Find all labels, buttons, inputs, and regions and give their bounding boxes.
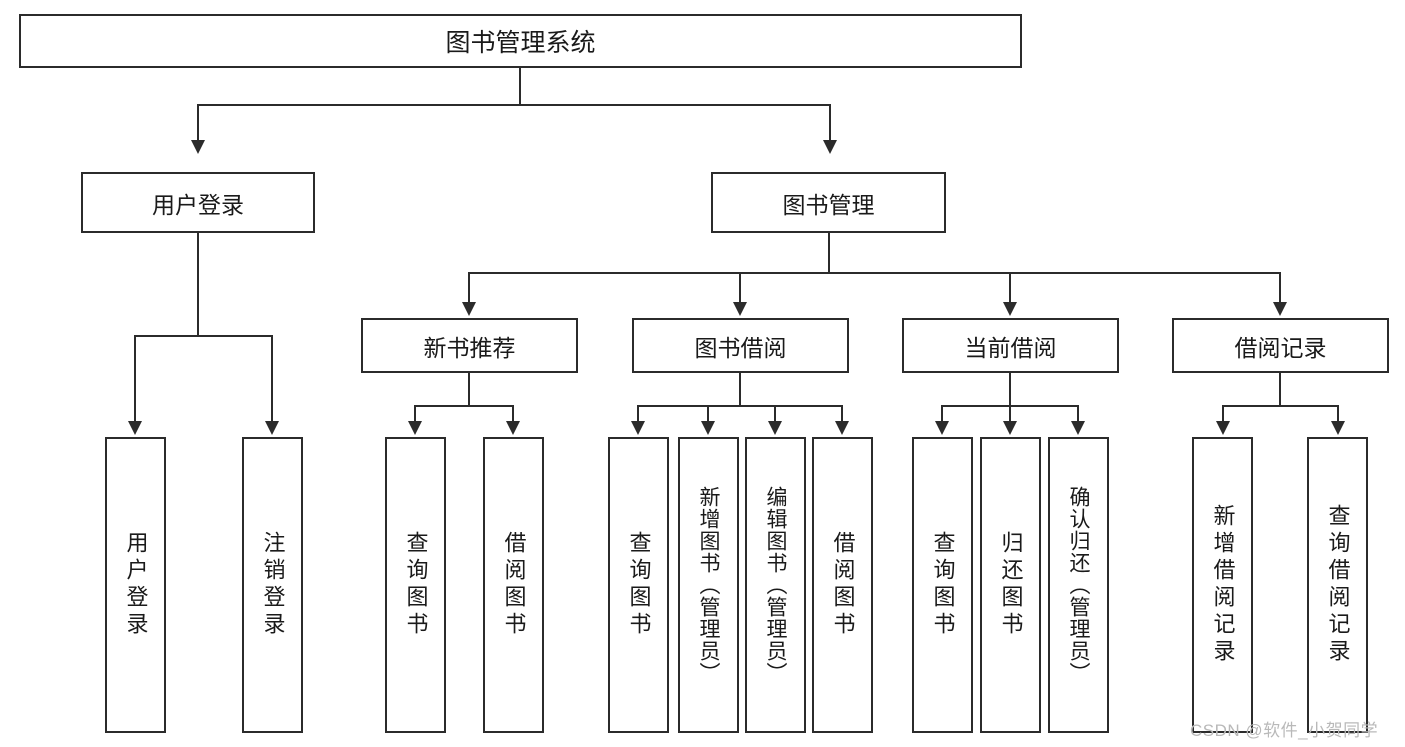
node-book-borrow[interactable]: 图书借阅	[632, 318, 849, 373]
leaf-add-book-admin-label: 新增图书（管理员）	[697, 486, 720, 684]
leaf-logout-login[interactable]: 注销登录	[242, 437, 303, 733]
connector-bm-to-new-book	[468, 272, 470, 304]
arrow-bm-to-current-borrow	[1003, 302, 1017, 316]
connector-cb-to-leaf-2	[1009, 405, 1011, 423]
leaf-edit-book-admin-label: 编辑图书（管理员）	[764, 486, 787, 684]
watermark-text: CSDN @软件_小贺同学	[1190, 721, 1379, 740]
node-new-book-recommend[interactable]: 新书推荐	[361, 318, 578, 373]
arrow-bb-to-leaf-4	[835, 421, 849, 435]
connector-bb-to-leaf-4	[841, 405, 843, 423]
node-borrow-record[interactable]: 借阅记录	[1172, 318, 1389, 373]
connector-new-book-stem	[468, 373, 470, 405]
connector-user-login-to-leaf-1	[134, 335, 136, 423]
connector-user-login-to-leaf-2	[271, 335, 273, 423]
connector-new-book-to-leaf-2	[512, 405, 514, 423]
connector-br-to-leaf-1	[1222, 405, 1224, 423]
connector-book-management-stem	[828, 233, 830, 272]
connector-root-to-book-management	[829, 104, 831, 142]
connector-cb-to-leaf-1	[941, 405, 943, 423]
leaf-borrow-book-1[interactable]: 借阅图书	[483, 437, 544, 733]
connector-borrow-record-stem	[1279, 373, 1281, 405]
connector-br-to-leaf-2	[1337, 405, 1339, 423]
connector-user-login-stem	[197, 233, 199, 335]
leaf-logout-login-label: 注销登录	[260, 531, 286, 639]
connector-bm-to-borrow-record	[1279, 272, 1281, 304]
leaf-query-book-1-label: 查询图书	[403, 531, 429, 639]
connector-bm-to-current-borrow	[1009, 272, 1011, 304]
leaf-query-book-2-label: 查询图书	[626, 531, 652, 639]
leaf-add-borrow-record-label: 新增借阅记录	[1210, 504, 1236, 666]
leaf-query-book-3[interactable]: 查询图书	[912, 437, 973, 733]
node-current-borrow[interactable]: 当前借阅	[902, 318, 1119, 373]
node-root-label: 图书管理系统	[445, 29, 596, 57]
node-new-book-recommend-label: 新书推荐	[423, 334, 516, 361]
connector-root-stem	[519, 68, 521, 104]
leaf-borrow-book-2[interactable]: 借阅图书	[812, 437, 873, 733]
node-book-management-label: 图书管理	[782, 191, 875, 218]
arrow-user-login-to-leaf-2	[265, 421, 279, 435]
leaf-borrow-book-2-label: 借阅图书	[830, 531, 856, 639]
leaf-add-borrow-record[interactable]: 新增借阅记录	[1192, 437, 1253, 733]
leaf-edit-book-admin[interactable]: 编辑图书（管理员）	[745, 437, 806, 733]
leaf-return-book[interactable]: 归还图书	[980, 437, 1041, 733]
node-book-management[interactable]: 图书管理	[711, 172, 946, 233]
connector-book-borrow-bus	[637, 405, 842, 407]
node-user-login[interactable]: 用户登录	[81, 172, 315, 233]
connector-bb-to-leaf-2	[707, 405, 709, 423]
leaf-confirm-return-admin-label: 确认归还（管理员）	[1067, 486, 1090, 684]
connector-new-book-to-leaf-1	[414, 405, 416, 423]
arrow-bm-to-borrow-record	[1273, 302, 1287, 316]
arrow-br-to-leaf-1	[1216, 421, 1230, 435]
arrow-bb-to-leaf-2	[701, 421, 715, 435]
connector-book-management-bus	[468, 272, 1280, 274]
leaf-query-borrow-record-label: 查询借阅记录	[1325, 504, 1351, 666]
connector-user-login-bus	[134, 335, 272, 337]
leaf-query-book-1[interactable]: 查询图书	[385, 437, 446, 733]
arrow-cb-to-leaf-2	[1003, 421, 1017, 435]
connector-bb-to-leaf-3	[774, 405, 776, 423]
arrow-cb-to-leaf-1	[935, 421, 949, 435]
arrow-bb-to-leaf-3	[768, 421, 782, 435]
arrow-cb-to-leaf-3	[1071, 421, 1085, 435]
node-current-borrow-label: 当前借阅	[964, 334, 1057, 361]
node-book-borrow-label: 图书借阅	[694, 334, 787, 361]
arrow-bb-to-leaf-1	[631, 421, 645, 435]
leaf-query-book-3-label: 查询图书	[930, 531, 956, 639]
connector-book-borrow-stem	[739, 373, 741, 405]
connector-bm-to-book-borrow	[739, 272, 741, 304]
arrow-new-book-to-leaf-1	[408, 421, 422, 435]
connector-bb-to-leaf-1	[637, 405, 639, 423]
connector-root-bus	[197, 104, 831, 106]
leaf-user-login-label: 用户登录	[123, 531, 149, 639]
node-borrow-record-label: 借阅记录	[1234, 334, 1327, 361]
arrow-root-to-book-management	[823, 140, 837, 154]
connector-borrow-record-bus	[1222, 405, 1339, 407]
arrow-br-to-leaf-2	[1331, 421, 1345, 435]
arrow-root-to-user-login	[191, 140, 205, 154]
node-user-login-label: 用户登录	[152, 191, 244, 218]
arrow-bm-to-new-book	[462, 302, 476, 316]
arrow-user-login-to-leaf-1	[128, 421, 142, 435]
connector-new-book-bus	[414, 405, 513, 407]
connector-cb-to-leaf-3	[1077, 405, 1079, 423]
node-root-system[interactable]: 图书管理系统	[19, 14, 1022, 68]
connector-root-to-user-login	[197, 104, 199, 142]
leaf-query-borrow-record[interactable]: 查询借阅记录	[1307, 437, 1368, 733]
leaf-query-book-2[interactable]: 查询图书	[608, 437, 669, 733]
connector-current-borrow-stem	[1009, 373, 1011, 405]
arrow-bm-to-book-borrow	[733, 302, 747, 316]
leaf-confirm-return-admin[interactable]: 确认归还（管理员）	[1048, 437, 1109, 733]
leaf-borrow-book-1-label: 借阅图书	[501, 531, 527, 639]
leaf-user-login[interactable]: 用户登录	[105, 437, 166, 733]
leaf-return-book-label: 归还图书	[998, 531, 1024, 639]
leaf-add-book-admin[interactable]: 新增图书（管理员）	[678, 437, 739, 733]
arrow-new-book-to-leaf-2	[506, 421, 520, 435]
